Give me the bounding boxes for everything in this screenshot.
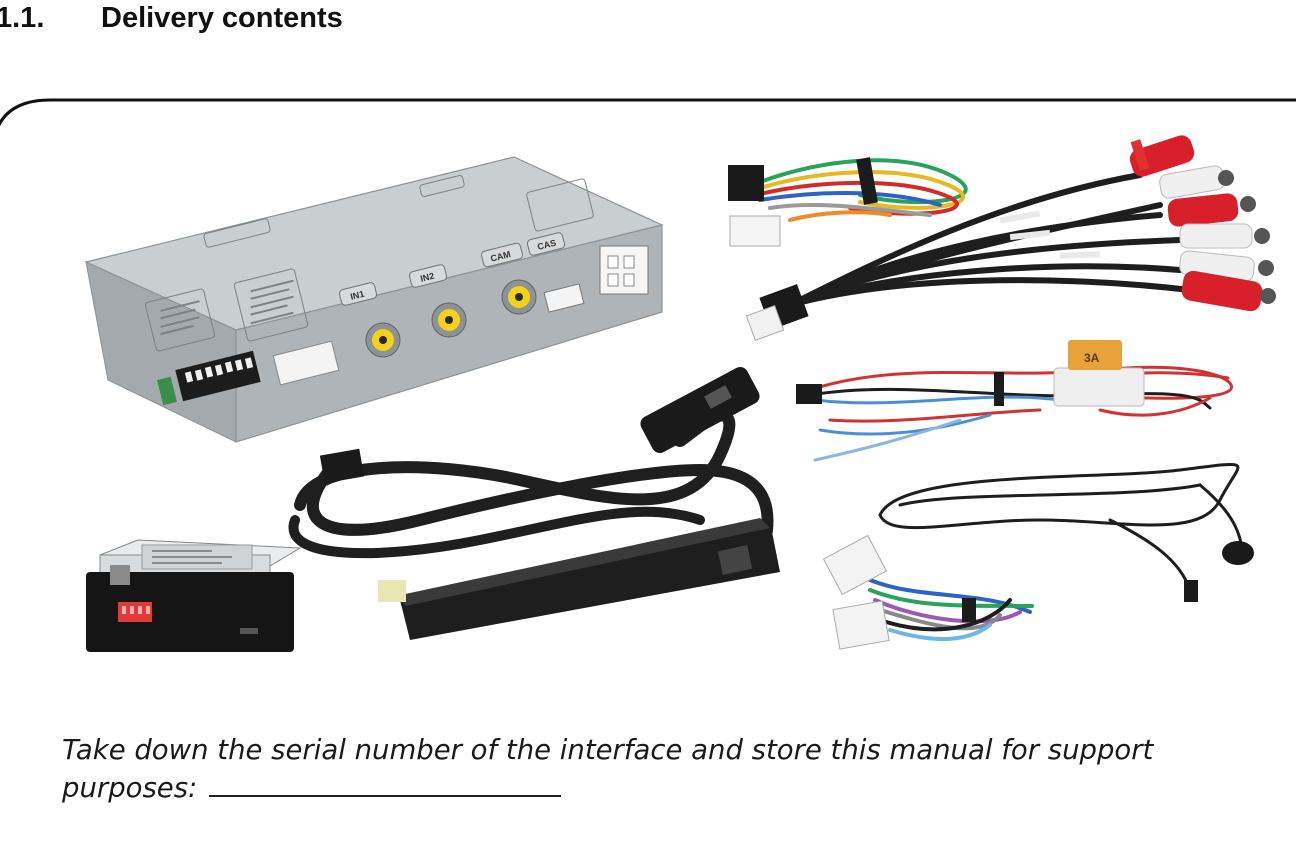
delivery-contents-photo: IN1 IN2 CAM CAS	[84, 135, 1276, 652]
can-module	[86, 539, 302, 652]
rca-plug-white	[1179, 223, 1270, 249]
port-label: CAM	[489, 249, 511, 264]
connector-harness	[822, 534, 1034, 650]
rca-jack	[431, 302, 467, 338]
section-number: 1.1.	[0, 2, 45, 34]
rca-plug-red	[1181, 270, 1276, 312]
figure-frame	[0, 98, 1296, 127]
power-harness	[728, 157, 968, 247]
serial-number-blank	[209, 771, 562, 797]
rca-plug-white	[1159, 165, 1234, 199]
port-label: CAS	[536, 238, 557, 252]
port-label: IN1	[349, 289, 365, 302]
rca-jack	[365, 322, 401, 358]
note-text: Take down the serial number of the inter…	[62, 734, 1154, 804]
rca-plug-red	[1167, 193, 1256, 227]
usb-cable	[378, 518, 780, 640]
gps-antenna	[878, 462, 1254, 602]
fuse-label: 3A	[1084, 351, 1100, 365]
section-title: Delivery contents	[101, 2, 343, 34]
audio-rca-harness	[745, 135, 1276, 341]
interface-box: IN1 IN2 CAM CAS	[84, 156, 664, 443]
serial-number-note: Take down the serial number of the inter…	[62, 731, 1262, 807]
port-label: IN2	[419, 271, 435, 284]
fuse-harness: 3A	[796, 340, 1233, 462]
cable-plug	[319, 366, 760, 484]
rca-jack	[501, 279, 537, 315]
